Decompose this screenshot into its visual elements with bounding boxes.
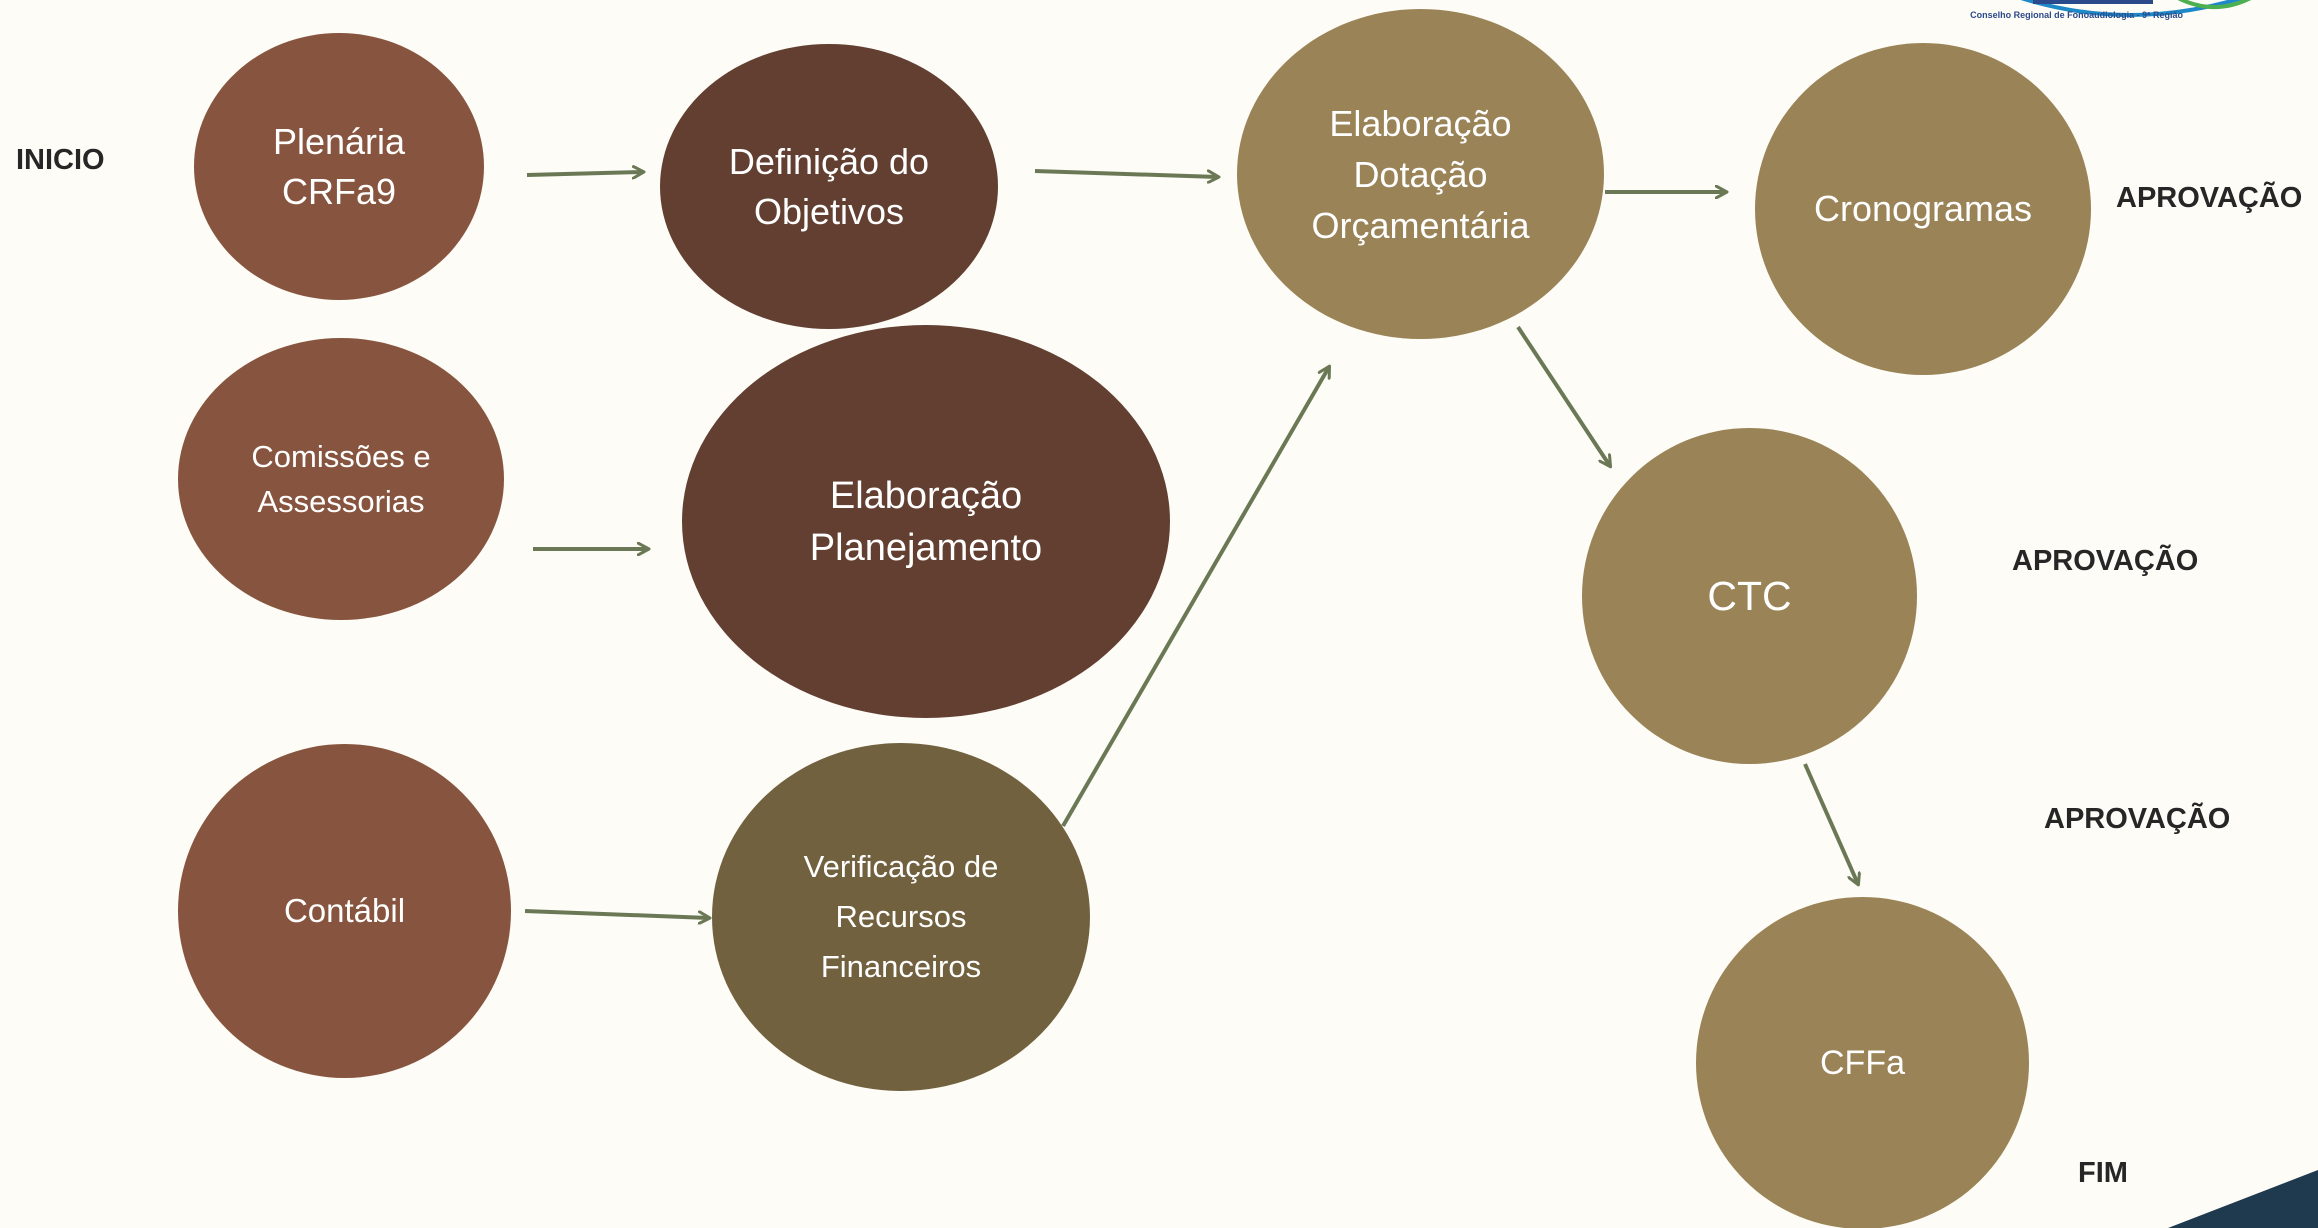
label-inicio: INICIO: [16, 144, 105, 176]
arrow-plenaria-to-definicao: [526, 172, 643, 175]
crefono-logo-icon: [2020, 0, 2252, 17]
node-cffa: CFFa: [1696, 897, 2029, 1228]
node-contabil: Contábil: [178, 744, 511, 1078]
node-cronogramas: Cronogramas: [1755, 43, 2091, 375]
corner-decoration: [2168, 1170, 2318, 1228]
node-dotacao-label: Elaboração Dotação Orçamentária: [1311, 102, 1530, 246]
arrow-verificacao-to-dotacao: [1061, 367, 1329, 828]
node-comissoes-label: Comissões e Assessorias: [251, 439, 431, 519]
node-ctc: CTC: [1582, 428, 1917, 764]
node-plenaria-label: Plenária CRFa9: [272, 120, 406, 212]
node-dotacao: Elaboração Dotação Orçamentária: [1237, 9, 1604, 339]
logo-subtitle: Conselho Regional de Fonoaudiologia - 9ª…: [1970, 10, 2183, 20]
arrow-ctc-to-cffa: [1803, 763, 1858, 884]
arrow-dotacao-to-ctc: [1516, 325, 1610, 466]
label-aprovacao-cronogramas: APROVAÇÃO: [2116, 182, 2303, 214]
node-planejamento: Elaboração Planejamento: [682, 325, 1170, 718]
label-fim: FIM: [2078, 1157, 2128, 1189]
node-verificacao: Verificação de Recursos Financeiros: [712, 743, 1090, 1091]
node-cffa-label: CFFa: [1820, 1044, 1905, 1082]
node-planejamento-label: Elaboração Planejamento: [809, 474, 1043, 569]
node-definicao: Definição do Objetivos: [660, 44, 998, 329]
node-verificacao-label: Verificação de Recursos Financeiros: [803, 849, 999, 984]
label-aprovacao-cffa: APROVAÇÃO: [2044, 803, 2231, 835]
node-contabil-label: Contábil: [283, 892, 406, 929]
node-comissoes: Comissões e Assessorias: [178, 338, 504, 620]
node-definicao-label: Definição do Objetivos: [728, 140, 930, 232]
node-ctc-label: CTC: [1707, 573, 1792, 619]
label-aprovacao-ctc: APROVAÇÃO: [2012, 545, 2199, 577]
arrow-definicao-to-dotacao: [1034, 169, 1218, 177]
node-cronogramas-label: Cronogramas: [1813, 188, 2033, 229]
arrow-contabil-to-verificacao: [524, 909, 709, 918]
node-plenaria: Plenária CRFa9: [194, 33, 484, 300]
